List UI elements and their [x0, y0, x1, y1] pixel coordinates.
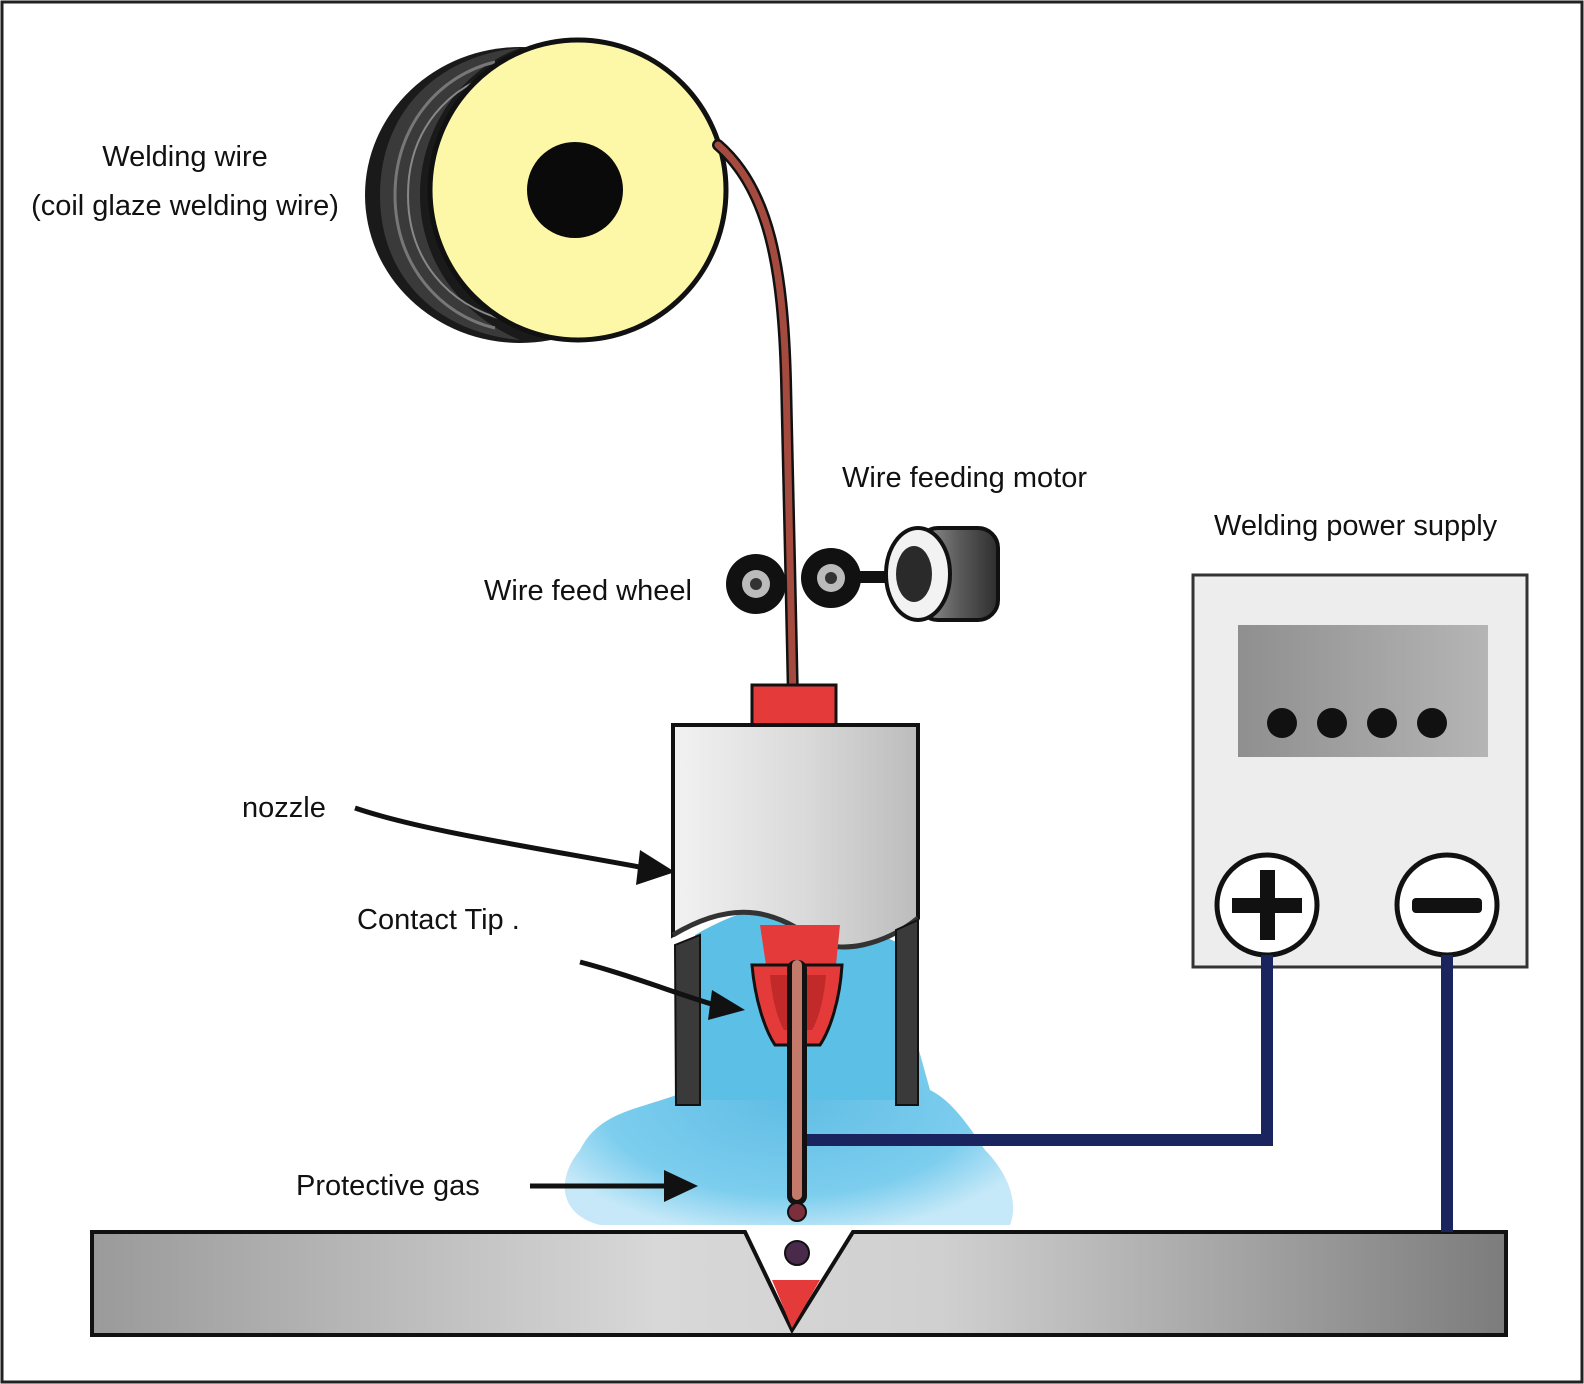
- welding-wire-label-line2: (coil glaze welding wire): [31, 189, 339, 222]
- nozzle-label: nozzle: [242, 792, 326, 824]
- welding-wire-label: Welding wire (coil glaze welding wire): [20, 140, 350, 224]
- wire-feeding-motor-label: Wire feeding motor: [842, 462, 1087, 494]
- contact-tip-arrow: [579, 959, 745, 1020]
- protective-gas-arrow: [530, 1170, 698, 1202]
- motor-icon: [884, 526, 1000, 622]
- molten-droplet: [784, 1240, 810, 1266]
- welding-wire: [712, 139, 799, 706]
- welding-wire-label-line1: Welding wire: [102, 141, 268, 173]
- plus-terminal-icon: [1214, 852, 1320, 958]
- wire-inlet: [750, 683, 838, 727]
- nozzle-wall-left: [673, 933, 701, 1106]
- power-supply-display: [1238, 625, 1488, 757]
- spool-hub: [527, 142, 623, 238]
- contact-tip-label: Contact Tip .: [357, 904, 520, 936]
- wire-feed-wheel-label: Wire feed wheel: [484, 575, 692, 607]
- nozzle-wall-right: [895, 918, 919, 1106]
- protective-gas-label: Protective gas: [296, 1170, 480, 1202]
- weld-pool: [772, 1280, 820, 1328]
- drive-wheel: [801, 548, 861, 608]
- minus-terminal-icon: [1394, 852, 1500, 958]
- wire-feed-wheel: [726, 554, 786, 614]
- workpiece-plate: [90, 1230, 1508, 1337]
- wire-tip-droplet: [787, 1202, 807, 1222]
- positive-cable: [807, 955, 1273, 1146]
- nozzle-body: [671, 723, 920, 949]
- welding-power-supply-label: Welding power supply: [1214, 510, 1498, 542]
- wire-spool-icon: [365, 37, 729, 343]
- nozzle-arrow: [354, 805, 675, 885]
